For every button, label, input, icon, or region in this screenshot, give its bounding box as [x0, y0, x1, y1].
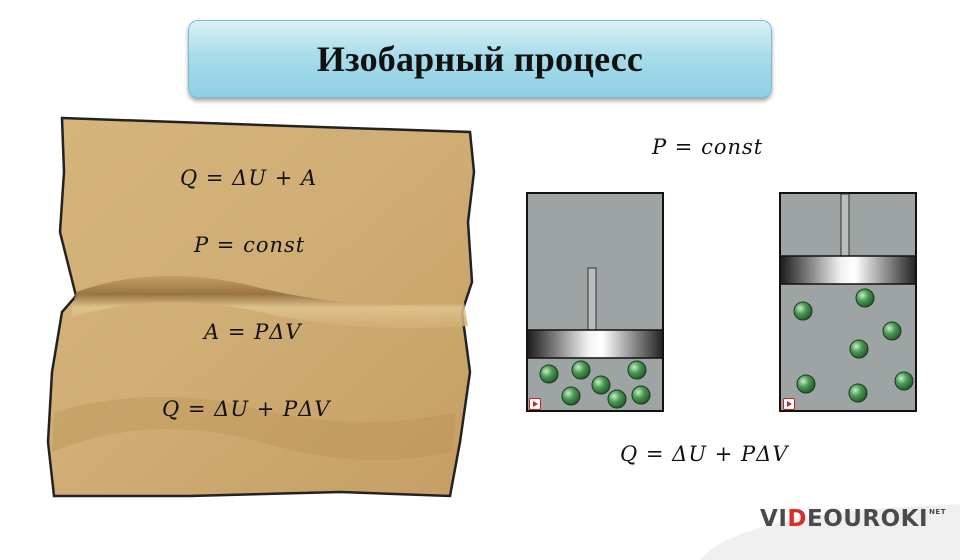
slide-title: Изобарный процесс [316, 39, 644, 79]
right-top-formula: P = const [652, 135, 764, 159]
videouroki-logo: VIDEOUROKINET [760, 506, 946, 532]
play-icon[interactable] [529, 398, 541, 410]
folded-paper [40, 112, 480, 502]
logo-text-net: NET [929, 508, 946, 516]
paper-formula-3: A = PΔV [204, 320, 302, 344]
paper-formula-4: Q = ΔU + PΔV [162, 397, 331, 421]
logo-text-2: EOUROKI [806, 506, 929, 532]
cylinder-expanded [779, 192, 917, 412]
play-icon[interactable] [783, 398, 795, 410]
right-bottom-formula: Q = ΔU + PΔV [620, 442, 789, 466]
logo-text-accent: D [787, 506, 807, 532]
logo-text-1: VI [760, 506, 788, 532]
paper-formula-2: P = const [194, 233, 306, 257]
paper-shape [46, 116, 476, 498]
paper-formula-1: Q = ΔU + A [180, 166, 318, 190]
title-banner: Изобарный процесс [188, 20, 772, 98]
cylinder-compressed [526, 192, 664, 412]
